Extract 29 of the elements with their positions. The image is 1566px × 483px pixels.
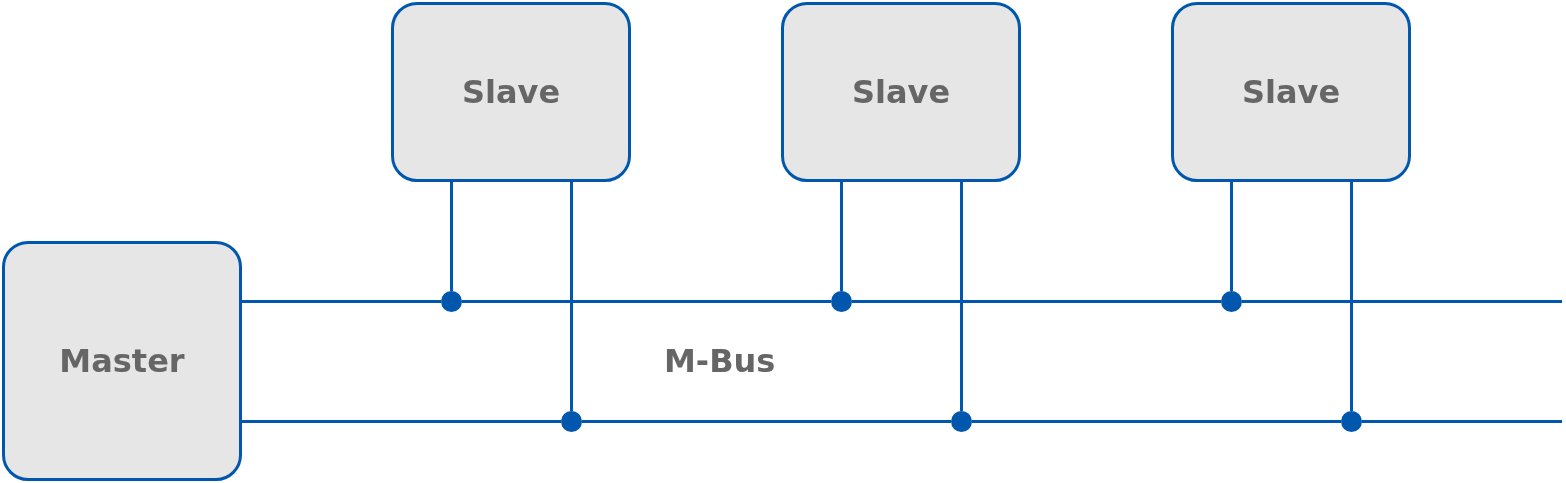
bus-wire bbox=[462, 300, 831, 303]
device-label: Slave bbox=[1241, 73, 1341, 111]
bus-wire bbox=[852, 300, 1221, 303]
device-box bbox=[391, 2, 631, 182]
bus-wire bbox=[242, 300, 441, 303]
junction-dot bbox=[561, 411, 582, 432]
junction-dot bbox=[951, 411, 972, 432]
bus-wire bbox=[450, 182, 453, 291]
device-label: Master bbox=[59, 342, 185, 380]
bus-wire bbox=[960, 182, 963, 411]
bus-wire bbox=[242, 420, 561, 423]
device-box bbox=[1171, 2, 1411, 182]
bus-wire bbox=[840, 182, 843, 291]
junction-dot bbox=[831, 291, 852, 312]
bus-wire bbox=[1242, 300, 1562, 303]
junction-dot bbox=[1341, 411, 1362, 432]
bus-wire bbox=[972, 420, 1341, 423]
junction-dot bbox=[441, 291, 462, 312]
device-box bbox=[2, 241, 242, 481]
bus-wire bbox=[1230, 182, 1233, 291]
device-box bbox=[781, 2, 1021, 182]
bus-label: M-Bus bbox=[664, 342, 776, 380]
junction-dot bbox=[1221, 291, 1242, 312]
bus-wire bbox=[570, 182, 573, 411]
bus-wire bbox=[1362, 420, 1562, 423]
device-label: Slave bbox=[851, 73, 951, 111]
device-label: Slave bbox=[461, 73, 561, 111]
bus-wire bbox=[582, 420, 951, 423]
bus-wire bbox=[1350, 182, 1353, 411]
